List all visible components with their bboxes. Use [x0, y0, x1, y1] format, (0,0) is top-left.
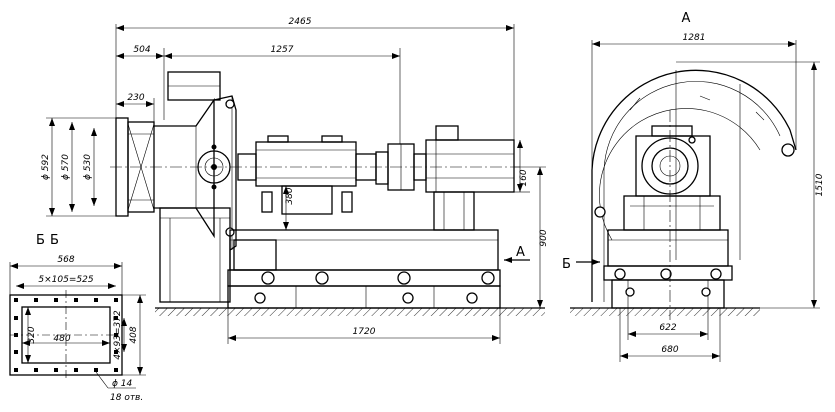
ground-hatch-side [155, 307, 545, 316]
front-view-a: A 1281 1510 622 680 Б [562, 11, 825, 362]
dim-overall-length: 2465 [289, 17, 312, 27]
front-view-title: A [682, 11, 691, 26]
section-label-b-side: Б [36, 233, 45, 248]
bolt-holes [14, 298, 118, 372]
dim-flange-hole-pitch-h: 5×105=525 [38, 275, 93, 285]
dim-flange-inner-height: 320 [27, 326, 37, 343]
dim-flange-outer-height: 408 [129, 326, 139, 343]
dim-center-to-motor: 1257 [271, 45, 294, 55]
dim-flange-d1: ϕ 592 [41, 154, 51, 180]
dim-inlet-length: 504 [133, 45, 150, 55]
dim-motor-height: 160 [519, 169, 529, 186]
section-label-a-side: A [516, 245, 525, 260]
dim-flange-hole-pitch-v: 4×93=372 [113, 310, 123, 360]
front-dimension-lines [576, 40, 820, 362]
bearing-housing [237, 135, 377, 215]
fan-casing [159, 71, 237, 303]
dim-flange-hole-count: 18 отв. [110, 393, 143, 403]
dim-flange-outer-width: 568 [57, 255, 74, 265]
flange-view-b: Б 568 5×105=525 480 320 4×93=372 408 ϕ 1… [9, 233, 146, 403]
flange-view-title: Б [50, 233, 59, 248]
base-frame [227, 229, 501, 309]
dim-casing-width: 1281 [683, 33, 706, 43]
dim-shaft-height: 380 [285, 187, 295, 204]
impeller-hub [197, 99, 235, 237]
dim-casing-height: 1510 [815, 173, 825, 196]
motor [425, 125, 515, 231]
dim-axis-height: 900 [539, 229, 549, 246]
scroll-casing [591, 69, 797, 302]
dim-base-outer: 680 [661, 345, 678, 355]
dim-flange-depth: 230 [127, 93, 144, 103]
dim-flange-d2: ϕ 570 [61, 154, 71, 180]
section-label-b-front: Б [562, 257, 571, 272]
dim-base-length: 1720 [353, 327, 376, 337]
side-view: 2465 504 1257 230 ϕ 592 ϕ 570 ϕ 530 380 … [36, 17, 549, 344]
ground-hatch-front [570, 307, 760, 316]
dim-flange-hole-diameter: ϕ 14 [112, 379, 133, 389]
dim-flange-d3: ϕ 530 [83, 154, 93, 180]
dim-base-inner: 622 [659, 323, 676, 333]
dim-flange-inner-width: 480 [53, 334, 70, 344]
motor-end-view [623, 125, 721, 231]
front-base [603, 229, 733, 309]
side-dimension-lines [46, 24, 546, 344]
